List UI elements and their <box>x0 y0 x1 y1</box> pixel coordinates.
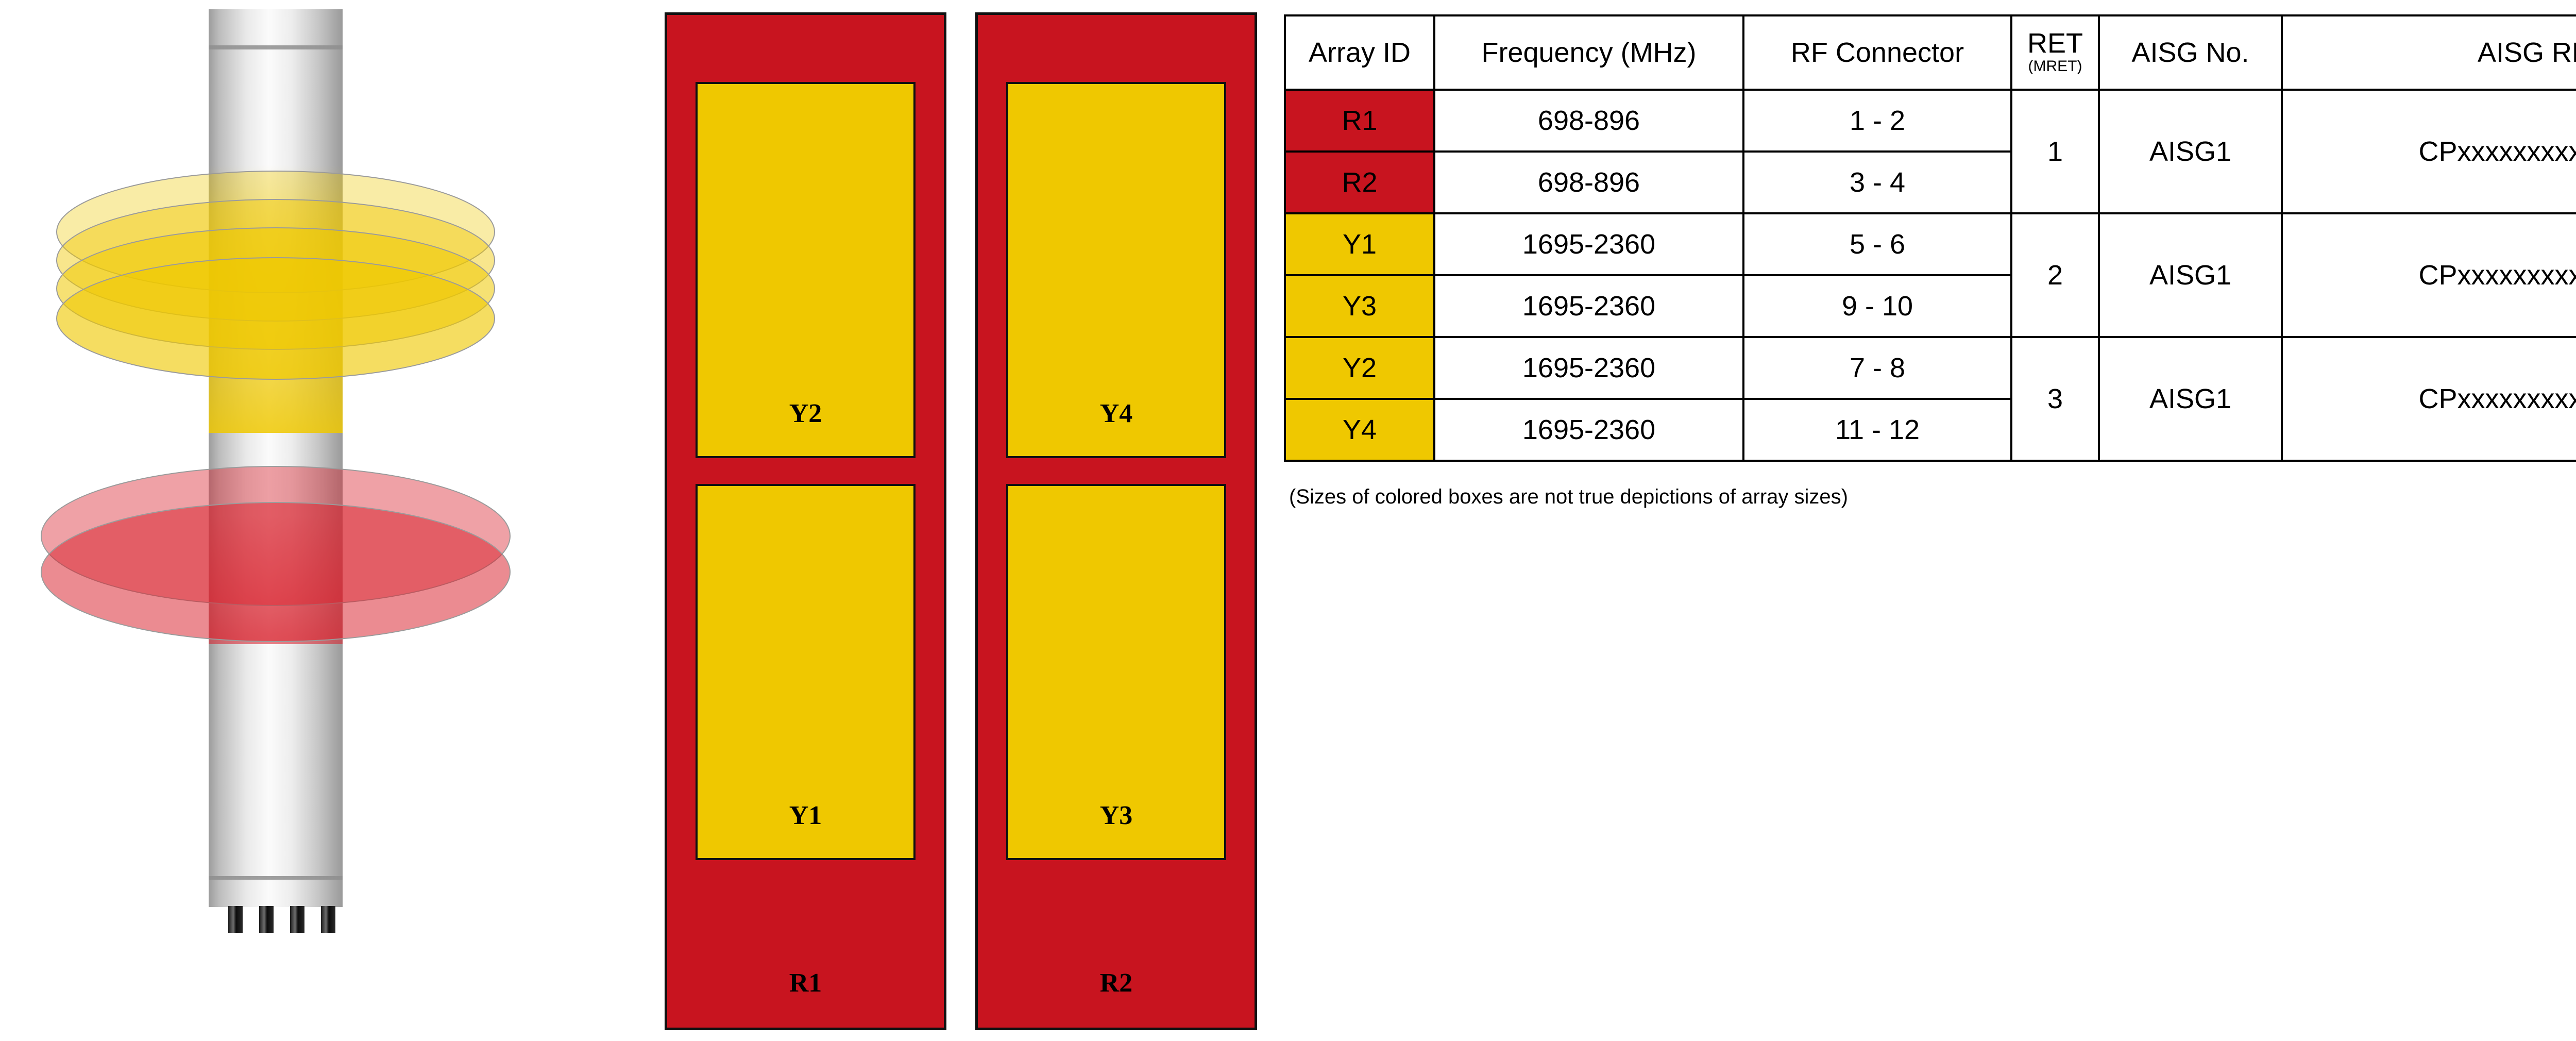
cell-rf-connector: 1 - 2 <box>1742 89 2012 153</box>
cell-rf-connector: 5 - 6 <box>1742 212 2012 276</box>
red-beam-discs <box>41 466 511 642</box>
antenna-beam-illustration <box>0 0 629 1041</box>
array-panel-label: R1 <box>789 968 822 998</box>
cell-aisg-no: AISG1 <box>2098 212 2283 338</box>
array-block-y4: Y4 <box>1006 82 1226 458</box>
cell-aisg-no: AISG1 <box>2098 336 2283 462</box>
table-header-row: Array ID Frequency (MHz) RF Connector RE… <box>1284 14 2576 91</box>
pole-lower-section <box>209 644 343 907</box>
cell-frequency: 698-896 <box>1433 150 1744 214</box>
cell-rf-connector: 3 - 4 <box>1742 150 2012 214</box>
cell-array-id: Y3 <box>1284 274 1435 338</box>
header-rf-connector: RF Connector <box>1742 14 2012 91</box>
array-panel-r1: Y2 Y1 R1 <box>665 12 946 1030</box>
table-caption: (Sizes of colored boxes are not true dep… <box>1289 485 1848 508</box>
header-array-id: Array ID <box>1284 14 1435 91</box>
array-spec-table-region: Array ID Frequency (MHz) RF Connector RE… <box>1284 14 2576 509</box>
table-row: Y3 1695-2360 9 - 10 <box>1284 274 2576 338</box>
cell-rf-connector: 9 - 10 <box>1742 274 2012 338</box>
cell-aisg-ret-uid: CPxxxxxxxxxxxxxxMM.1 <box>2281 89 2576 214</box>
array-block-label: Y2 <box>789 399 822 428</box>
cell-rf-connector: 11 - 12 <box>1742 398 2012 462</box>
antenna-diagram-svg <box>41 9 511 933</box>
header-aisg-ret-uid: AISG RET UID <box>2281 14 2576 91</box>
table-row: R1 698-896 1 - 2 1 AISG1 CPxxxxxxxxxxxxx… <box>1284 89 2576 214</box>
cell-aisg-no: AISG1 <box>2098 89 2283 214</box>
cell-rf-connector: 7 - 8 <box>1742 336 2012 400</box>
yellow-beam-discs <box>56 171 495 380</box>
array-panel-label: R2 <box>1099 968 1133 998</box>
cell-array-id: Y4 <box>1284 398 1435 462</box>
cell-frequency: 1695-2360 <box>1433 398 1744 462</box>
cell-ret: 3 <box>2010 336 2100 462</box>
array-block-label: Y1 <box>789 801 822 830</box>
array-block-label: Y3 <box>1099 801 1133 830</box>
cell-array-id: R2 <box>1284 150 1435 214</box>
header-ret: RET (MRET) <box>2010 14 2100 91</box>
array-block-label: Y4 <box>1099 399 1133 428</box>
table-row: R2 698-896 3 - 4 <box>1284 150 2576 214</box>
cell-frequency: 1695-2360 <box>1433 336 1744 400</box>
cell-array-id: Y2 <box>1284 336 1435 400</box>
cell-frequency: 1695-2360 <box>1433 274 1744 338</box>
array-panel-r2: Y4 Y3 R2 <box>975 12 1257 1030</box>
array-spec-table: Array ID Frequency (MHz) RF Connector RE… <box>1284 14 2576 462</box>
cell-array-id: Y1 <box>1284 212 1435 276</box>
cell-ret: 1 <box>2010 89 2100 214</box>
cell-frequency: 1695-2360 <box>1433 212 1744 276</box>
array-block-y3: Y3 <box>1006 484 1226 860</box>
cell-aisg-ret-uid: CPxxxxxxxxxxxxxxMM.3 <box>2281 336 2576 462</box>
header-frequency: Frequency (MHz) <box>1433 14 1744 91</box>
table-row: Y2 1695-2360 7 - 8 3 AISG1 CPxxxxxxxxxxx… <box>1284 336 2576 462</box>
header-aisg-no: AISG No. <box>2098 14 2283 91</box>
array-block-y1: Y1 <box>696 484 916 860</box>
cell-aisg-ret-uid: CPxxxxxxxxxxxxxxMM.2 <box>2281 212 2576 338</box>
cell-array-id: R1 <box>1284 89 1435 153</box>
header-ret-sub: (MRET) <box>2028 58 2082 75</box>
array-panel-group: Y2 Y1 R1 Y4 Y3 R2 <box>665 12 1257 1030</box>
array-block-y2: Y2 <box>696 82 916 458</box>
header-ret-main: RET <box>2027 28 2083 59</box>
connector-pins <box>228 906 335 933</box>
table-row: Y1 1695-2360 5 - 6 2 AISG1 CPxxxxxxxxxxx… <box>1284 212 2576 338</box>
table-row: Y4 1695-2360 11 - 12 <box>1284 398 2576 462</box>
cell-ret: 2 <box>2010 212 2100 338</box>
cell-frequency: 698-896 <box>1433 89 1744 153</box>
